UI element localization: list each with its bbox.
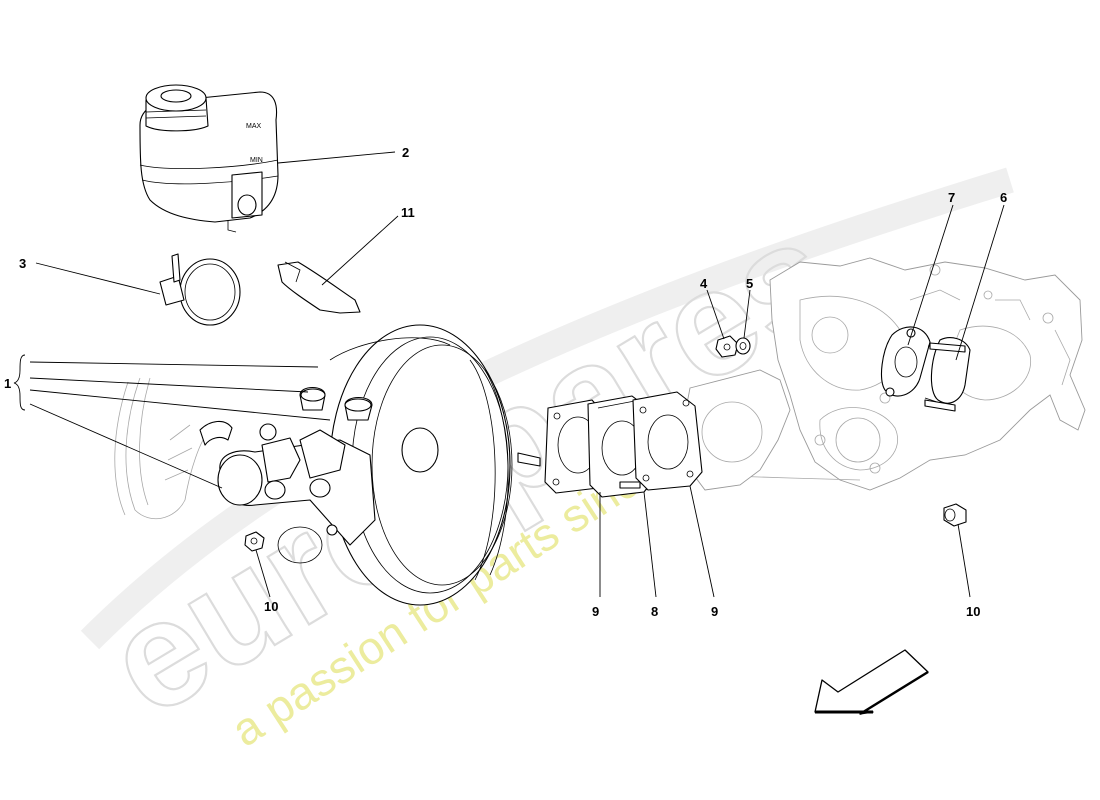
callout-4: 4 — [700, 276, 708, 291]
callout-6: 6 — [1000, 190, 1007, 205]
flange-gasket — [880, 326, 931, 397]
callout-1: 1 — [4, 376, 11, 391]
callout-10-right: 10 — [966, 604, 980, 619]
flange-plate — [924, 337, 971, 412]
vacuum-hose — [114, 377, 233, 519]
leader-lines — [13, 151, 1005, 598]
brake-fluid-reservoir: MAX MIN — [139, 84, 279, 233]
master-cylinder — [217, 386, 376, 546]
callout-11: 11 — [401, 205, 415, 220]
callout-5: 5 — [746, 276, 753, 291]
reservoir-bracket — [277, 261, 361, 314]
rear-gasket — [679, 369, 791, 491]
gasket-rear — [632, 391, 703, 491]
brake-booster — [277, 324, 513, 606]
callout-2: 2 — [402, 145, 409, 160]
nut — [943, 503, 967, 527]
callout-9-rear: 9 — [711, 604, 718, 619]
hose-clamp — [159, 253, 241, 326]
booster-stud — [517, 452, 541, 467]
reservoir-max-mark: MAX — [246, 123, 262, 130]
nut — [715, 335, 739, 358]
reservoir-min-mark: MIN — [250, 157, 263, 164]
callout-labels: 2 3 11 4 5 7 6 1 9 8 9 10 10 — [4, 145, 1007, 619]
callout-7: 7 — [948, 190, 955, 205]
callout-9-front: 9 — [592, 604, 599, 619]
arrow-icon — [814, 649, 929, 716]
washer — [735, 337, 751, 355]
callout-10-left: 10 — [264, 599, 278, 614]
callout-3: 3 — [19, 256, 26, 271]
callout-8: 8 — [651, 604, 658, 619]
nut — [244, 531, 265, 552]
